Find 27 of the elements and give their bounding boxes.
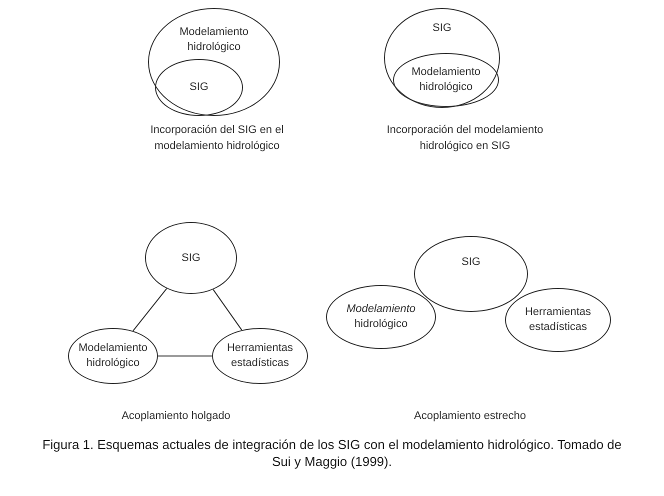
node-label: SIG [182,250,200,266]
diagram-caption: Incorporación del SIG en el modelamiento hidrológico [149,123,285,154]
scheme-label: Acoplamiento estrecho [414,410,526,422]
ellipse-node [393,53,499,107]
figure-caption: Figura 1. Esquemas actuales de integración de los SIG con el modelamiento hidrológico. Tomado de Sui y Maggio (1999). [41,436,623,470]
node-label: SIG [432,21,452,36]
node-label: Herramientas estadísticas [226,341,294,371]
ellipse-node [384,8,500,108]
scheme-label: Acoplamiento holgado [122,410,230,422]
node-label: Modelamiento hidrológico [178,25,250,55]
ellipse-node [68,328,158,384]
ellipse-node [212,328,308,384]
ellipse-node [148,8,280,116]
ellipse-node [155,59,243,116]
node-label: Modelamiento hidrológico [345,302,417,332]
ellipse-node [145,222,237,294]
connector-line [212,289,242,330]
ellipse-node [326,285,436,349]
node-label: Modelamiento hidrológico [77,341,149,371]
node-label: SIG [190,80,208,95]
diagram-caption: Incorporación del modelamiento hidrológico en SIG [386,123,544,154]
node-label: SIG [462,255,480,270]
connector-line [132,288,168,332]
ellipse-node [505,288,611,352]
node-label: Herramientas estadísticas [524,305,592,335]
connector-line [158,355,212,357]
node-label: Modelamiento hidrológico [410,65,482,95]
